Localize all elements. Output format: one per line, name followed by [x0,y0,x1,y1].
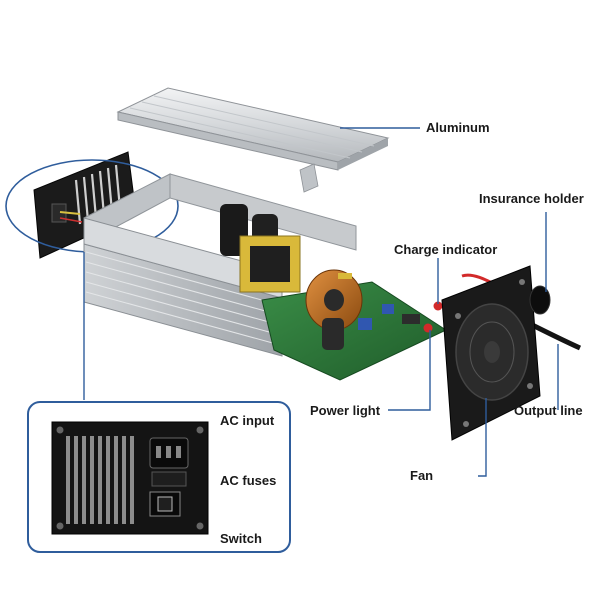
label-fan: Fan [410,468,433,483]
ac-fuse-drawer [151,471,187,487]
label-charge-indicator: Charge indicator [394,242,497,257]
fan-panel [441,265,551,441]
label-power-light: Power light [310,403,381,418]
label-ac-fuses: AC fuses [220,473,276,488]
capacitor-small [322,318,344,350]
insurance-holder-knob [529,285,551,315]
charge-indicator-led [433,301,443,311]
label-insurance-holder: Insurance holder [479,191,584,206]
aluminum-top-cover [116,87,390,193]
aluminum-heatsink-chassis [83,173,357,357]
label-output-line: Output line [514,403,583,418]
label-switch: Switch [220,531,262,546]
pcb-board [220,204,448,381]
inset-rear-panel-closeup [27,401,291,553]
power-light-led [423,323,433,333]
label-ac-input: AC input [220,413,275,428]
label-aluminum: Aluminum [426,120,490,135]
